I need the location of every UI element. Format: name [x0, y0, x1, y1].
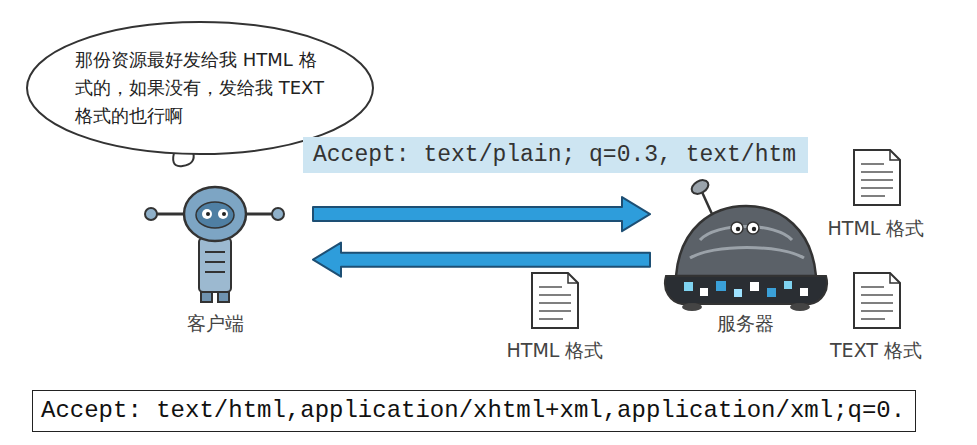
client-node: 客户端: [135, 178, 295, 335]
document-lines: [861, 287, 893, 319]
transfer-arrow: [313, 197, 650, 231]
robot-stripe: [205, 271, 225, 273]
document-page: [854, 273, 900, 328]
robot-head: [184, 187, 246, 241]
robot-light: [716, 281, 726, 291]
document-icon: [532, 273, 578, 328]
robot-light: [784, 281, 792, 289]
format-label: HTML 格式: [507, 338, 604, 364]
document-page: [854, 150, 900, 205]
header-band: Accept: text/plain; q=0.3, text/htm: [303, 137, 808, 173]
robot-arm: [245, 213, 273, 216]
format-label: TEXT 格式: [830, 338, 922, 364]
robot-eye: [747, 222, 759, 234]
robot-stripe: [205, 251, 225, 253]
robot-pupil: [206, 212, 210, 216]
robot-stripe: [690, 248, 804, 259]
robot-light: [767, 288, 776, 297]
document-fold: [890, 273, 900, 283]
robot-arm: [156, 213, 185, 216]
server-node: 服务器: [660, 168, 830, 335]
speech-bubble: 那份资源最好发给我 HTML 格式的，如果没有，发给我 TEXT 格式的也行啊: [25, 20, 375, 156]
client-robot-figure: [145, 187, 284, 302]
bubble-shape: [27, 22, 373, 154]
robot-pupil: [736, 227, 740, 231]
robot-dome: [676, 206, 816, 276]
robot-hand: [145, 208, 157, 220]
robot-light: [700, 288, 708, 296]
document-lines: [861, 164, 893, 196]
robot-wheel: [682, 303, 702, 311]
robot-eye: [218, 209, 228, 219]
node-text: 那份资源最好发给我 HTML 格式的，如果没有，发给我 TEXT 格式的也行啊: [75, 46, 325, 130]
robot-light: [734, 289, 742, 297]
robot-dish: [689, 177, 711, 196]
robot-stripe: [205, 261, 225, 263]
robot-stripe: [700, 227, 792, 241]
transfer-arrow: [313, 243, 650, 277]
robot-body: [199, 238, 231, 292]
robot-hand: [272, 208, 284, 220]
robot-foot: [201, 292, 212, 302]
node-text: 服务器: [717, 311, 774, 335]
robot-light: [750, 282, 759, 291]
node-text: 客户端: [187, 311, 244, 335]
robot-light: [684, 282, 693, 291]
robot-pupil: [752, 227, 756, 231]
robot-eye: [202, 209, 212, 219]
robot-face: [196, 202, 234, 228]
robot-base: [665, 276, 827, 304]
robot-foot: [218, 292, 229, 302]
document-icon: [854, 273, 900, 328]
document-page: [532, 273, 578, 328]
document-icon: [854, 150, 900, 205]
node-text: Accept: text/html,application/xhtml+xml,…: [41, 396, 905, 426]
robot-antenna: [702, 192, 712, 214]
robot-wheel: [790, 303, 810, 311]
robot-eye: [731, 222, 743, 234]
document-lines: [539, 287, 571, 319]
format-label: HTML 格式: [828, 216, 925, 242]
document-fold: [890, 150, 900, 160]
document-fold: [568, 273, 578, 283]
code-box: Accept: text/html,application/xhtml+xml,…: [32, 390, 916, 432]
server-robot-figure: [665, 177, 827, 311]
robot-light: [800, 288, 808, 296]
robot-pupil: [222, 212, 226, 216]
node-text: Accept: text/plain; q=0.3, text/htm: [313, 140, 796, 170]
